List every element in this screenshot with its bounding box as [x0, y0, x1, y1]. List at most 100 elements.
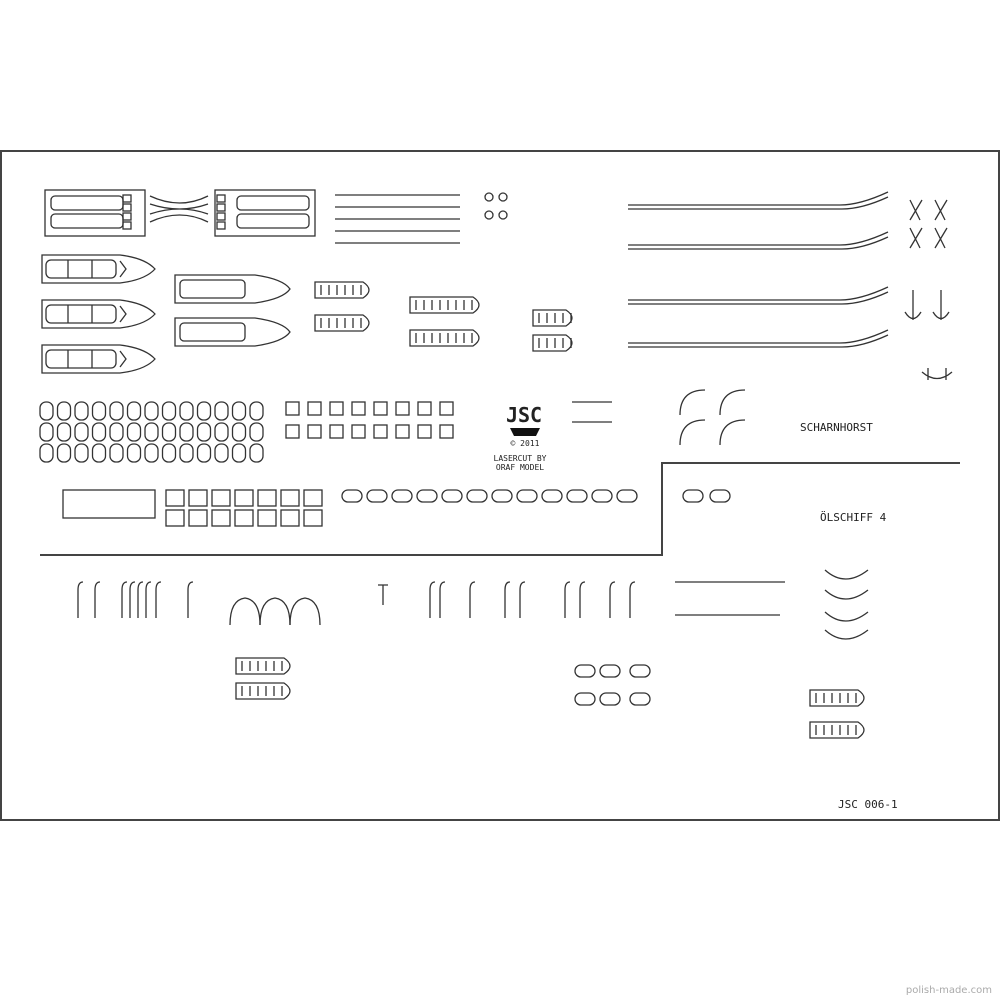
boom-part — [628, 236, 889, 250]
curved-part — [824, 589, 869, 600]
sheet-frame — [0, 150, 1000, 821]
life-ring — [91, 422, 107, 442]
chain-link — [574, 692, 596, 706]
grating-part — [211, 509, 231, 527]
dinghy — [809, 721, 865, 739]
life-ring — [74, 443, 89, 463]
bench-block — [216, 221, 226, 230]
life-ring — [161, 422, 177, 442]
jsc-logo-base — [510, 428, 540, 436]
arch-part — [229, 597, 261, 626]
davit-part — [909, 199, 923, 221]
life-ring — [56, 401, 72, 421]
bench-slot — [236, 195, 310, 211]
bench-block — [122, 203, 132, 212]
bench-block — [122, 194, 132, 203]
chain-link — [629, 692, 651, 706]
life-ring — [161, 443, 177, 463]
life-ring — [231, 401, 247, 421]
grating-part — [280, 509, 300, 527]
grating-part — [165, 509, 185, 527]
sheet-code: JSC 006-1 — [838, 798, 898, 811]
life-ring — [214, 443, 229, 463]
life-ring — [56, 443, 72, 463]
ventilator-part — [679, 419, 706, 446]
dinghy — [532, 309, 573, 327]
bench-part — [44, 189, 146, 237]
bench-block — [122, 221, 132, 230]
anchor-part — [932, 290, 950, 320]
chain-link — [491, 489, 513, 503]
chain-link — [516, 489, 538, 503]
arch-part — [259, 597, 291, 626]
bench-part — [214, 189, 316, 237]
dinghy — [809, 689, 865, 707]
life-ring — [196, 443, 212, 463]
boat-cabin — [45, 304, 117, 324]
boom-lower — [675, 581, 785, 616]
t-part — [378, 584, 388, 605]
stanchion-part — [519, 581, 526, 618]
launch-deck — [179, 322, 246, 342]
chain-link — [709, 489, 731, 503]
life-ring — [126, 443, 142, 463]
motor-boat — [41, 254, 156, 284]
hatch-solid — [395, 401, 410, 416]
bench-block — [216, 194, 226, 203]
ventilator-part — [719, 419, 746, 446]
copyright-text: © 2011 — [511, 439, 540, 448]
stanchion-part — [609, 581, 616, 618]
rail-part — [572, 401, 612, 423]
boat-cabin — [45, 349, 117, 369]
life-ring — [249, 401, 264, 421]
chain-link — [341, 489, 363, 503]
chain-link — [441, 489, 463, 503]
section-divider — [40, 462, 960, 556]
rivet-part — [484, 192, 494, 202]
launch-boat — [174, 274, 291, 304]
bench-block — [122, 212, 132, 221]
chain-link — [366, 489, 388, 503]
chain-link — [416, 489, 438, 503]
stanchion-part — [137, 581, 144, 618]
dinghy — [314, 314, 370, 332]
life-ring — [249, 443, 264, 463]
bench-slot — [50, 195, 124, 211]
life-ring — [74, 422, 89, 442]
life-ring — [56, 422, 72, 442]
grating-part — [257, 509, 277, 527]
dinghy — [532, 334, 573, 352]
ventilator-part — [679, 389, 706, 416]
stanchion-part — [429, 581, 436, 618]
bench-slot — [50, 213, 124, 229]
boat-cabin — [45, 259, 117, 279]
label-scharnhorst: SCHARNHORST — [800, 421, 873, 434]
hatch-solid — [285, 401, 300, 416]
boom-part — [628, 329, 889, 344]
life-ring — [144, 443, 159, 463]
watermark: polish-made.com — [905, 985, 992, 996]
life-ring — [109, 401, 124, 421]
dinghy — [409, 329, 480, 347]
chain-link — [629, 664, 651, 678]
parts-group — [39, 189, 953, 739]
life-ring — [179, 443, 194, 463]
rivet-part — [484, 210, 494, 220]
anchor-chain-part — [921, 368, 953, 380]
hatch-solid — [329, 401, 344, 416]
boom-part — [628, 286, 889, 301]
hatch-frame — [351, 424, 366, 439]
hatch-solid — [351, 401, 366, 416]
stanchion-part — [439, 581, 446, 618]
chain-link — [566, 489, 588, 503]
dinghy — [235, 657, 291, 675]
dinghy — [314, 281, 370, 299]
boat-detail — [67, 305, 127, 323]
hatch-frame — [439, 424, 454, 439]
life-ring — [231, 422, 247, 442]
boom-part — [628, 291, 889, 305]
stanchion-part — [579, 581, 586, 618]
life-ring — [196, 422, 212, 442]
dinghy — [409, 296, 480, 314]
